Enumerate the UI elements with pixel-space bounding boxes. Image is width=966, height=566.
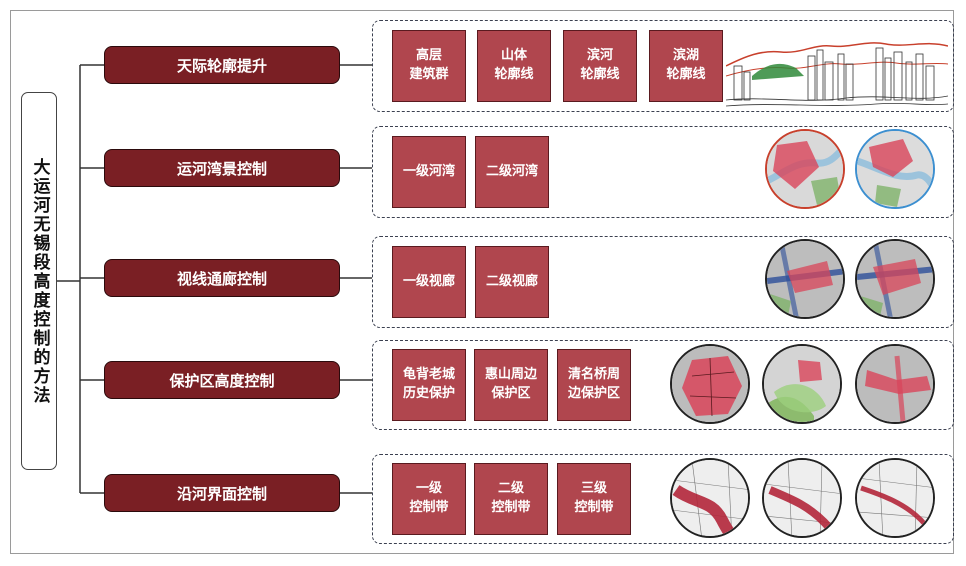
river-bend-map-2 (855, 129, 935, 209)
riverside-interface-map-1 (670, 458, 750, 538)
branch-protection-zone: 保护区高度控制 (104, 361, 340, 399)
branch-label: 运河湾景控制 (176, 159, 267, 178)
protection-zone-map-1 (670, 344, 750, 424)
leaf-item: 滨湖 轮廓线 (649, 30, 723, 102)
leaf-item: 二级河湾 (475, 136, 549, 208)
group-sightline: 一级视廊 二级视廊 (372, 236, 954, 328)
group-riverside-interface: 一级 控制带 二级 控制带 三级 控制带 (372, 454, 954, 544)
skyline-sketch (726, 42, 948, 107)
group-river-bend: 一级河湾 二级河湾 (372, 126, 954, 218)
branch-label: 视线通廊控制 (176, 269, 267, 288)
protection-zone-map-2 (762, 344, 842, 424)
branch-skyline: 天际轮廓提升 (104, 46, 340, 84)
protection-zone-map-3 (855, 344, 935, 424)
leaf-item: 滨河 轮廓线 (563, 30, 637, 102)
root-node: 大运河无锡段高度控制的方法 (21, 92, 57, 470)
leaf-item: 山体 轮廓线 (477, 30, 551, 102)
sightline-map-1 (765, 239, 845, 319)
group-skyline: 高层 建筑群 山体 轮廓线 滨河 轮廓线 滨湖 轮廓线 (372, 20, 954, 112)
branch-label: 保护区高度控制 (169, 371, 275, 390)
group-protection-zone: 龟背老城 历史保护 惠山周边 保护区 清名桥周 边保护区 (372, 340, 954, 430)
sightline-map-2 (855, 239, 935, 319)
branch-label: 天际轮廓提升 (176, 56, 267, 75)
root-label: 大运河无锡段高度控制的方法 (29, 157, 50, 405)
riverside-interface-map-2 (762, 458, 842, 538)
branch-river-bend: 运河湾景控制 (104, 149, 340, 187)
leaf-item: 三级 控制带 (557, 463, 631, 535)
river-bend-map-1 (765, 129, 845, 209)
leaf-item: 一级 控制带 (392, 463, 466, 535)
leaf-item: 二级 控制带 (474, 463, 548, 535)
riverside-interface-map-3 (855, 458, 935, 538)
leaf-item: 清名桥周 边保护区 (557, 349, 631, 421)
leaf-item: 二级视廊 (475, 246, 549, 318)
leaf-item: 一级河湾 (392, 136, 466, 208)
leaf-item: 龟背老城 历史保护 (392, 349, 466, 421)
leaf-item: 惠山周边 保护区 (474, 349, 548, 421)
branch-label: 沿河界面控制 (176, 484, 267, 503)
branch-riverside-interface: 沿河界面控制 (104, 474, 340, 512)
leaf-item: 一级视廊 (392, 246, 466, 318)
leaf-item: 高层 建筑群 (392, 30, 466, 102)
branch-sightline: 视线通廊控制 (104, 259, 340, 297)
